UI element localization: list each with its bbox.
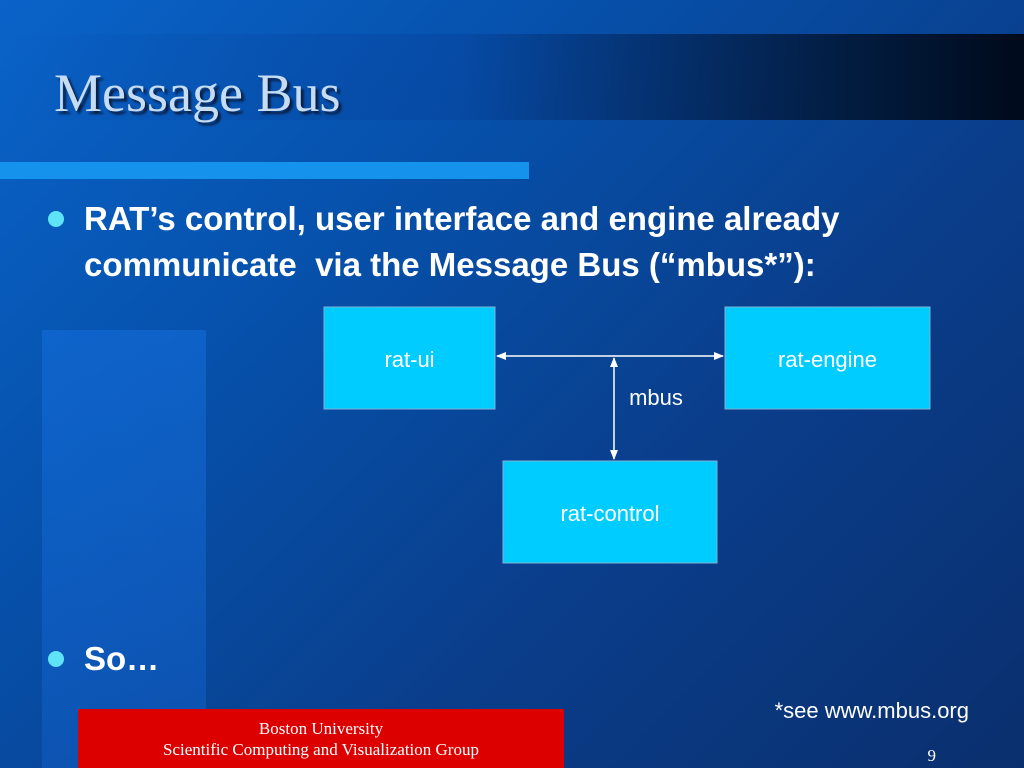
footer-line-1: Boston University [258,719,384,738]
footer-line-2: Scientific Computing and Visualization G… [163,740,479,759]
node-label-rat-control: rat-control [560,501,659,526]
bullet-text: RAT’s control, user interface and engine… [84,200,849,283]
title-underline [0,162,529,179]
page-number: 9 [927,746,937,765]
node-rat-ui: rat-ui [323,306,496,410]
bullet-item: So… [48,636,159,682]
bullet-item: RAT’s control, user interface and engine… [48,196,928,288]
footnote: *see www.mbus.org [774,698,969,723]
title-band [0,34,1024,120]
node-label-rat-ui: rat-ui [384,347,434,372]
slide-title: Message Bus [54,63,341,123]
bullet-text: So… [84,640,160,677]
left-accent-band [42,330,206,768]
bullet-dot-icon [48,211,64,227]
node-rat-control: rat-control [502,460,718,564]
node-label-rat-engine: rat-engine [778,347,877,372]
footer-box: Boston University Scientific Computing a… [78,709,564,768]
node-rat-engine: rat-engine [724,306,931,410]
bullet-dot-icon [48,651,64,667]
bus-label: mbus [629,385,683,410]
